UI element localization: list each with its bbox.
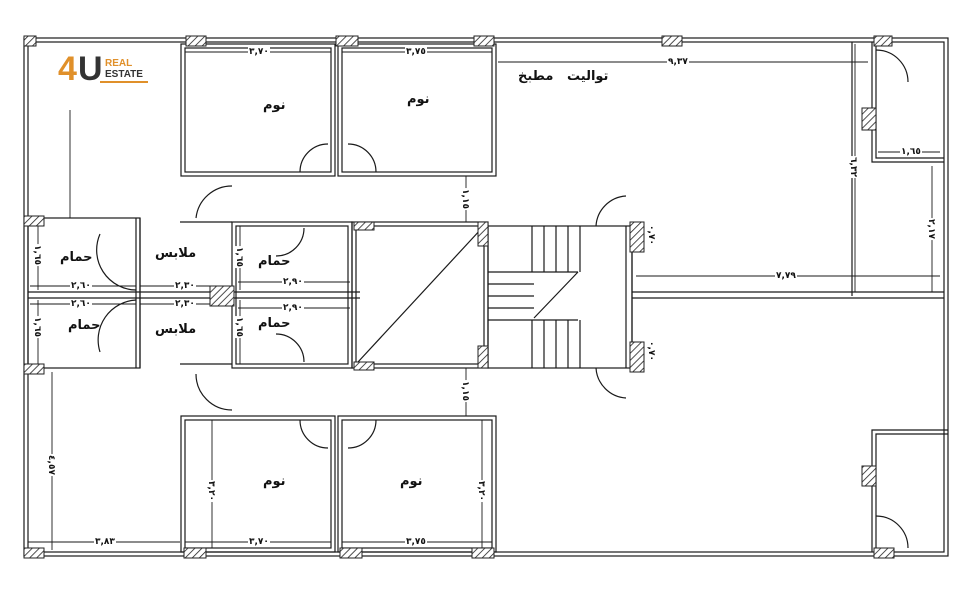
dimension-label: ١,٦٥ bbox=[31, 244, 42, 266]
dimension-label: ١,٦٥ bbox=[233, 316, 244, 338]
room-label-bath: حمام bbox=[60, 250, 93, 265]
outer-wall bbox=[23, 37, 949, 557]
dimension-label: ٢,٦٠ bbox=[70, 299, 92, 309]
dimension-label: ٢,١٧ bbox=[925, 218, 936, 240]
dimension-label: ٢,٣٠ bbox=[174, 299, 196, 309]
room-label-bedroom: نوم bbox=[400, 474, 423, 489]
outer-wall-inner bbox=[27, 41, 945, 553]
dimension-label: ٣,٢٠ bbox=[475, 480, 486, 502]
dimension-label: ٢,٩٠ bbox=[282, 303, 304, 313]
room-label-toilet: توالیت bbox=[567, 69, 609, 84]
dimension-label: ٧,٧٩ bbox=[775, 271, 797, 281]
dimension-label: ٦,٣٢ bbox=[847, 156, 858, 178]
dimension-label: ٤,٥٧ bbox=[45, 454, 56, 476]
room-label-bedroom: نوم bbox=[263, 474, 286, 489]
dimension-label: ١,١٥ bbox=[459, 188, 470, 210]
dimension-label: ١,١٥ bbox=[459, 380, 470, 402]
logo-line2: ESTATE bbox=[105, 69, 143, 80]
dimension-label: ١,٦٥ bbox=[900, 147, 922, 157]
logo-line1: REAL bbox=[105, 58, 133, 69]
dimension-label: ٢,٣٠ bbox=[174, 281, 196, 291]
dimension-label: ١,٦٥ bbox=[233, 246, 244, 268]
room-label-bath: حمام bbox=[258, 254, 291, 269]
room-label-bedroom: نوم bbox=[407, 92, 430, 107]
dimension-label: ٣,٧٠ bbox=[248, 47, 270, 57]
logo-number: 4 bbox=[58, 50, 77, 88]
dimension-label: ٣,٨٣ bbox=[94, 537, 116, 547]
dimension-label: ٠,٧٠ bbox=[645, 340, 656, 362]
brand-logo: 4 U REAL ESTATE bbox=[58, 50, 158, 90]
logo-underline bbox=[100, 81, 148, 83]
dimension-label: ٢,٦٠ bbox=[70, 281, 92, 291]
dimension-label: ٠,٧٠ bbox=[645, 224, 656, 246]
room-label-bedroom: نوم bbox=[263, 98, 286, 113]
bedroom-top-left-wall bbox=[180, 43, 336, 177]
room-label-bath: حمام bbox=[68, 318, 101, 333]
logo-letter: U bbox=[78, 50, 103, 88]
room-label-kitchen: مطبخ bbox=[518, 69, 554, 84]
stairs bbox=[487, 225, 633, 369]
room-label-bath: حمام bbox=[258, 316, 291, 331]
dimension-label: ٩,٣٧ bbox=[667, 57, 689, 67]
dimension-label: ٣,٢٠ bbox=[205, 480, 216, 502]
dimension-label: ٣,٧٥ bbox=[405, 47, 427, 57]
dimension-label: ٣,٧٥ bbox=[405, 537, 427, 547]
bedroom-top-right-wall bbox=[337, 43, 497, 177]
dimension-label: ١,٦٥ bbox=[31, 316, 42, 338]
dimension-label: ٣,٧٠ bbox=[248, 537, 270, 547]
room-label-dressing: ملابس bbox=[155, 322, 197, 337]
dimension-label: ٢,٩٠ bbox=[282, 277, 304, 287]
room-label-dressing: ملابس bbox=[155, 246, 197, 261]
